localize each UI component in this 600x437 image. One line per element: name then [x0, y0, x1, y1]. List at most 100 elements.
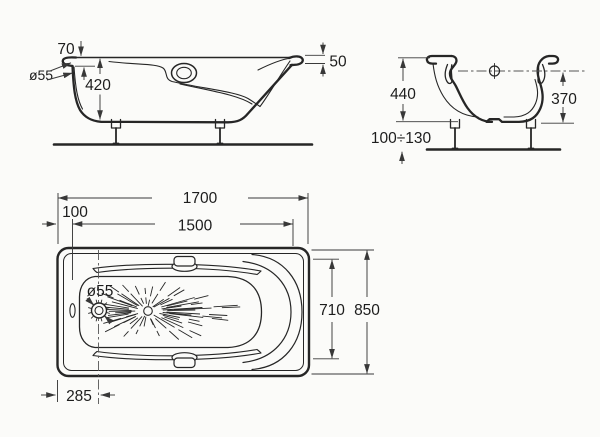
- basin-bottom-line: [179, 83, 253, 105]
- texture-ray: [159, 281, 166, 292]
- texture-ray: [103, 317, 122, 324]
- texture-ray: [135, 329, 139, 335]
- texture-ray: [102, 303, 130, 309]
- grab-handle-icon: [537, 63, 546, 85]
- dim-leader: [46, 72, 73, 81]
- texture-ray: [161, 305, 182, 310]
- texture-ray: [129, 317, 139, 325]
- texture-ray: [130, 316, 143, 329]
- texture-ray: [189, 330, 202, 337]
- drain-hole-icon: [90, 302, 108, 319]
- texture-ray: [156, 330, 160, 337]
- texture-ray: [101, 292, 114, 299]
- handle-grip: [173, 357, 196, 369]
- handle-grip: [173, 255, 196, 267]
- texture-ray: [173, 289, 185, 297]
- dim-label-drain-offset: 285: [66, 388, 92, 405]
- dim-arrow: [85, 296, 95, 306]
- drain-hole-inner: [94, 305, 104, 316]
- texture-ray: [194, 295, 209, 300]
- rim-corner-curve: [257, 57, 292, 71]
- texture-ray: [122, 284, 130, 293]
- dim-label-basin-length: 1500: [178, 218, 213, 235]
- texture-ray: [143, 316, 147, 327]
- texture-ray: [151, 293, 159, 304]
- texture-ray: [211, 317, 229, 321]
- texture-ray: [90, 315, 94, 319]
- texture-ray: [162, 314, 180, 320]
- texture-ray: [169, 313, 204, 318]
- texture-ray: [190, 302, 203, 306]
- texture-ray: [149, 318, 154, 325]
- texture-ray: [117, 293, 138, 306]
- tub-profile: [71, 63, 294, 124]
- dim-arrow: [104, 315, 114, 325]
- texture-ray: [95, 299, 98, 303]
- dim-label-basin-depth: 370: [551, 91, 577, 108]
- dim-label-rim-edge: 50: [329, 54, 347, 71]
- tub-section-profile: [448, 54, 551, 124]
- texture-hub: [143, 306, 153, 316]
- top-view: ø55 1700 100 1500 710 850 285: [41, 190, 380, 405]
- inner-wall-line: [73, 66, 84, 110]
- texture-ray: [109, 285, 120, 293]
- overflow-hole-inner: [176, 66, 192, 80]
- texture-ray: [88, 312, 92, 314]
- texture-ray: [178, 329, 193, 339]
- texture-ray: [104, 302, 108, 306]
- tub-outer-rim: [56, 246, 311, 378]
- dim-leader: [49, 62, 72, 72]
- texture-ray: [139, 315, 146, 327]
- texture-ray: [187, 321, 203, 327]
- texture-ray: [125, 313, 139, 318]
- texture-ray: [134, 285, 140, 295]
- texture-ray: [100, 299, 103, 303]
- texture-ray: [107, 312, 132, 316]
- texture-ray: [162, 307, 203, 311]
- leg: [214, 118, 226, 144]
- texture-ray: [221, 306, 241, 309]
- texture-ray: [147, 299, 151, 306]
- leg: [449, 118, 461, 149]
- dim-label-feet-range: 100÷130: [371, 130, 432, 147]
- left-rim-lip: [61, 56, 78, 68]
- texture-ray: [167, 309, 196, 312]
- dim-label-overall-width: 850: [354, 302, 380, 319]
- grab-handle-icon: [444, 63, 453, 85]
- texture-ray: [140, 297, 145, 304]
- dim-label-depth: 420: [85, 77, 111, 94]
- texture-ray: [145, 297, 147, 304]
- texture-ray: [166, 300, 188, 307]
- leg: [110, 118, 122, 144]
- drain-ticks: [88, 299, 110, 322]
- left-rim-cap: [425, 54, 453, 65]
- texture-ray: [106, 312, 110, 314]
- texture-ray: [111, 301, 138, 310]
- texture-ray: [161, 317, 184, 329]
- texture-ray: [161, 297, 195, 308]
- dim-label-overflow: ø55: [29, 67, 53, 83]
- overflow-slot-icon: [69, 303, 76, 318]
- dim-label-overall-height: 440: [390, 86, 416, 103]
- texture-ray: [155, 318, 167, 329]
- texture-ray: [173, 307, 212, 311]
- texture-ray: [107, 296, 133, 307]
- texture-ray: [123, 330, 129, 337]
- texture-ray: [149, 286, 154, 297]
- inner-back-slope: [259, 60, 291, 108]
- texture-ray: [119, 299, 137, 308]
- texture-ray: [164, 316, 183, 324]
- texture-ray: [162, 312, 192, 316]
- texture-ray: [160, 298, 173, 306]
- texture-ray: [209, 314, 228, 316]
- end-view: 440 370 100÷130: [371, 54, 586, 164]
- dim-label-end-offset: 100: [62, 204, 88, 221]
- texture-ray: [159, 312, 180, 318]
- overflow-hole-icon: [170, 62, 198, 84]
- texture-ray: [144, 287, 147, 294]
- texture-ray: [114, 316, 136, 328]
- texture-ray: [166, 301, 199, 309]
- basin-edge: [78, 275, 263, 349]
